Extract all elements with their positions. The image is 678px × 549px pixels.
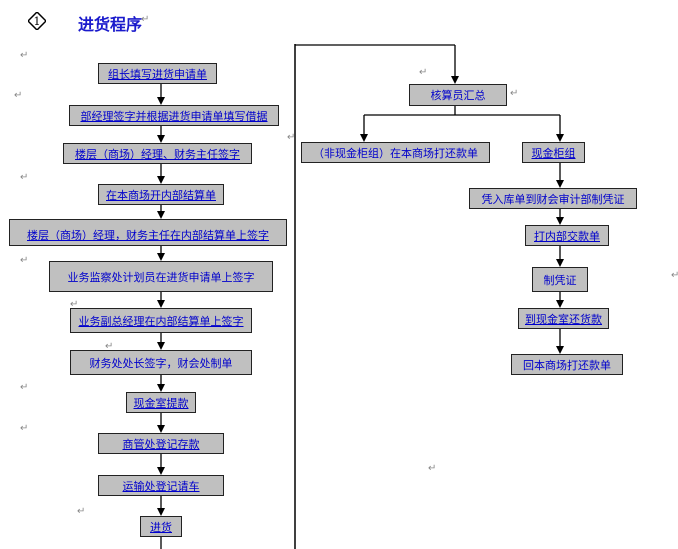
paragraph-mark: ↵ xyxy=(419,67,428,78)
paragraph-mark: ↵ xyxy=(20,50,29,61)
step-box: 制凭证 xyxy=(532,267,588,292)
paragraph-mark: ↵ xyxy=(510,88,519,99)
svg-text:1: 1 xyxy=(34,15,41,28)
numbered-diamond-icon: 1 xyxy=(28,12,46,30)
arrow-head xyxy=(556,217,564,225)
step-box: 打内部交款单 xyxy=(525,225,609,246)
arrow-head xyxy=(556,180,564,188)
step-box: 现金室提款 xyxy=(126,392,196,413)
arrow-head xyxy=(157,176,165,184)
step-box: 在本商场开内部结算单 xyxy=(98,184,224,205)
paragraph-mark: ↵ xyxy=(20,255,29,266)
step-box: 进货 xyxy=(140,516,182,537)
step-box: 楼层（商场）经理，财务主任在内部结算单上签字 xyxy=(9,219,287,246)
arrow-head xyxy=(157,508,165,516)
paragraph-mark: ↵ xyxy=(20,382,29,393)
step-box: 部经理签字并根据进货申请单填写借据 xyxy=(69,105,279,126)
step-box: 回本商场打还款单 xyxy=(511,354,623,375)
arrow-head xyxy=(556,346,564,354)
step-box: 商管处登记存款 xyxy=(98,433,224,454)
cash-box: 现金柜组 xyxy=(522,142,585,163)
paragraph-mark: ↵ xyxy=(141,14,150,25)
arrow-head xyxy=(451,76,459,84)
step-box: 业务副总经理在内部结算单上签字 xyxy=(70,308,252,333)
arrow-head xyxy=(360,134,368,142)
paragraph-mark: ↵ xyxy=(14,90,23,101)
step-box: 业务监察处计划员在进货申请单上签字 xyxy=(49,261,273,292)
arrow-head xyxy=(157,211,165,219)
arrow-head xyxy=(157,342,165,350)
paragraph-mark: ↵ xyxy=(70,299,79,310)
arrow-head xyxy=(157,300,165,308)
page-title: 进货程序 xyxy=(78,15,143,34)
arrow-head xyxy=(556,259,564,267)
step-box: 财务处处长签字，财会处制单 xyxy=(70,350,252,375)
paragraph-mark: ↵ xyxy=(428,463,437,474)
paragraph-mark: ↵ xyxy=(287,132,296,143)
step-box: 组长填写进货申请单 xyxy=(98,63,217,84)
arrow-head xyxy=(157,425,165,433)
non-cash-box: （非现金柜组）在本商场打还款单 xyxy=(301,142,490,163)
summary-box: 核算员汇总 xyxy=(409,84,507,106)
arrow-head xyxy=(157,97,165,105)
arrow-head xyxy=(157,384,165,392)
step-box: 到现金室还货款 xyxy=(518,308,609,329)
paragraph-mark: ↵ xyxy=(20,172,29,183)
paragraph-mark: ↵ xyxy=(20,423,29,434)
arrow-head xyxy=(556,134,564,142)
paragraph-mark: ↵ xyxy=(105,341,114,352)
arrow-head xyxy=(157,467,165,475)
paragraph-mark: ↵ xyxy=(77,506,86,517)
paragraph-mark: ↵ xyxy=(671,270,678,281)
step-box: 楼层（商场）经理、财务主任签字 xyxy=(63,143,252,164)
arrow-head xyxy=(556,300,564,308)
step-box: 凭入库单到财会审计部制凭证 xyxy=(469,188,637,209)
step-box: 运输处登记请车 xyxy=(98,475,224,496)
arrow-head xyxy=(157,253,165,261)
arrow-head xyxy=(157,135,165,143)
